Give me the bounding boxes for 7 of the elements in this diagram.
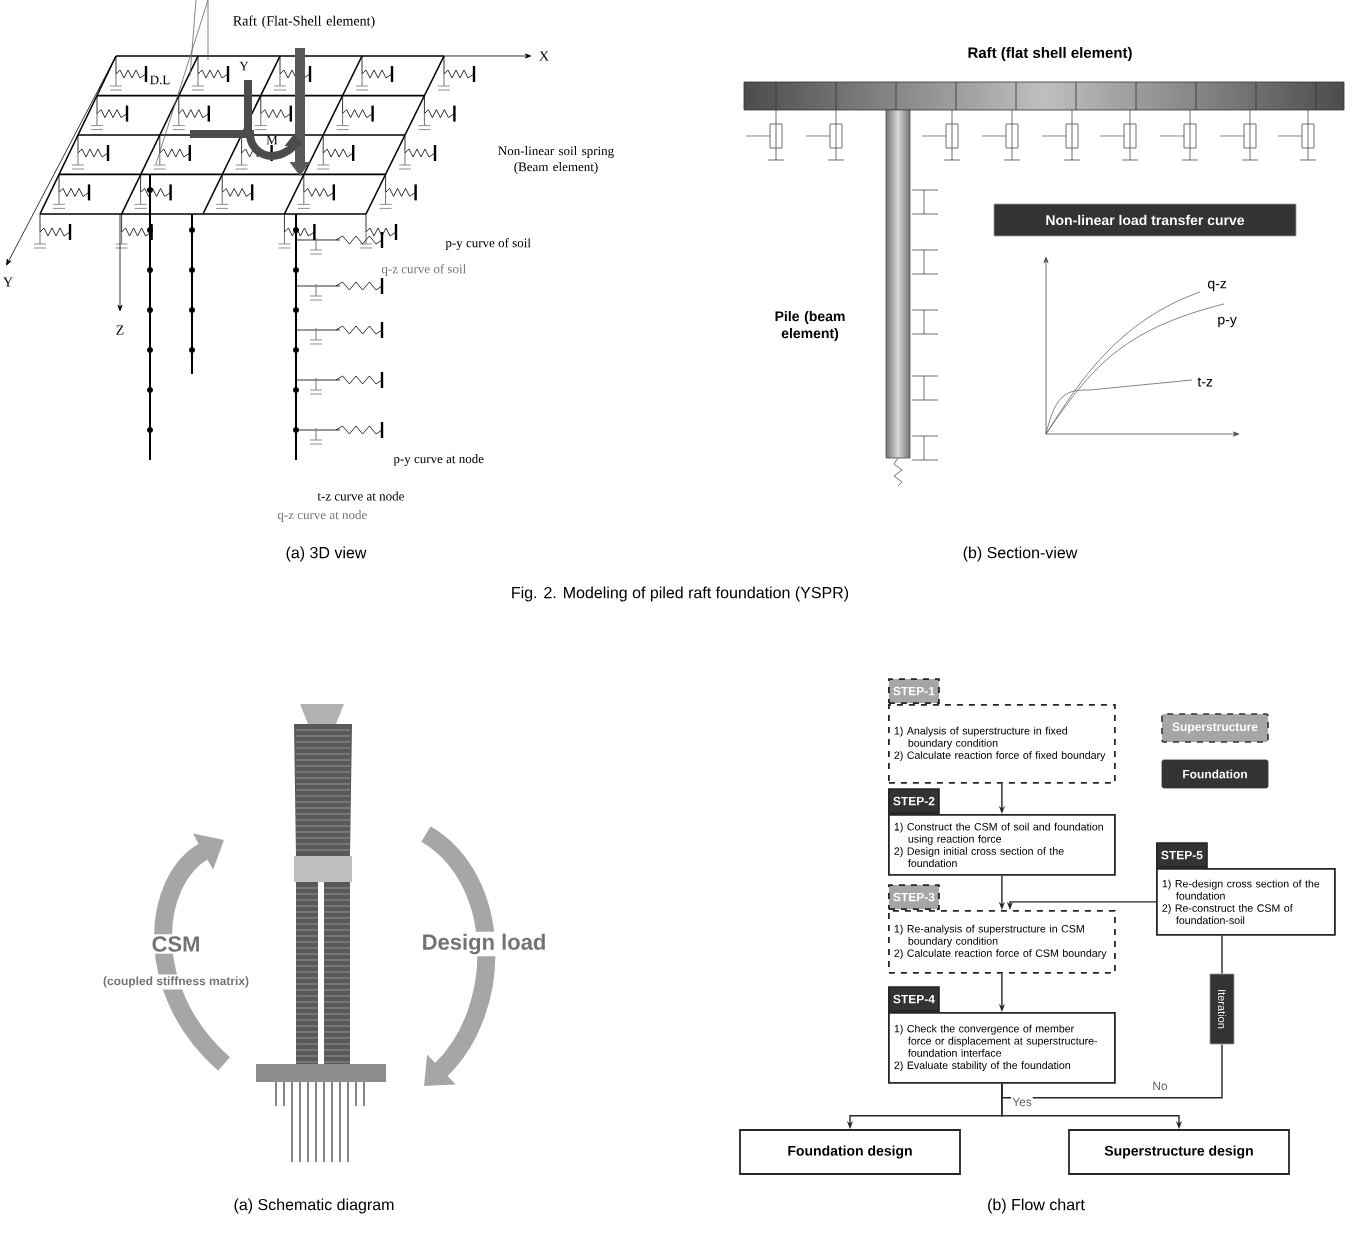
label: Design load xyxy=(419,931,549,957)
label: CSM xyxy=(149,934,203,954)
label: (a) Schematic diagram xyxy=(234,1198,394,1214)
label: (b) Section-view xyxy=(963,546,1078,562)
label: (b) Flow chart xyxy=(988,1198,1085,1214)
label: (a) 3D view xyxy=(286,546,367,562)
figure-caption: Fig. 2. Modeling of piled raft foundation (YSPR) xyxy=(512,586,849,602)
